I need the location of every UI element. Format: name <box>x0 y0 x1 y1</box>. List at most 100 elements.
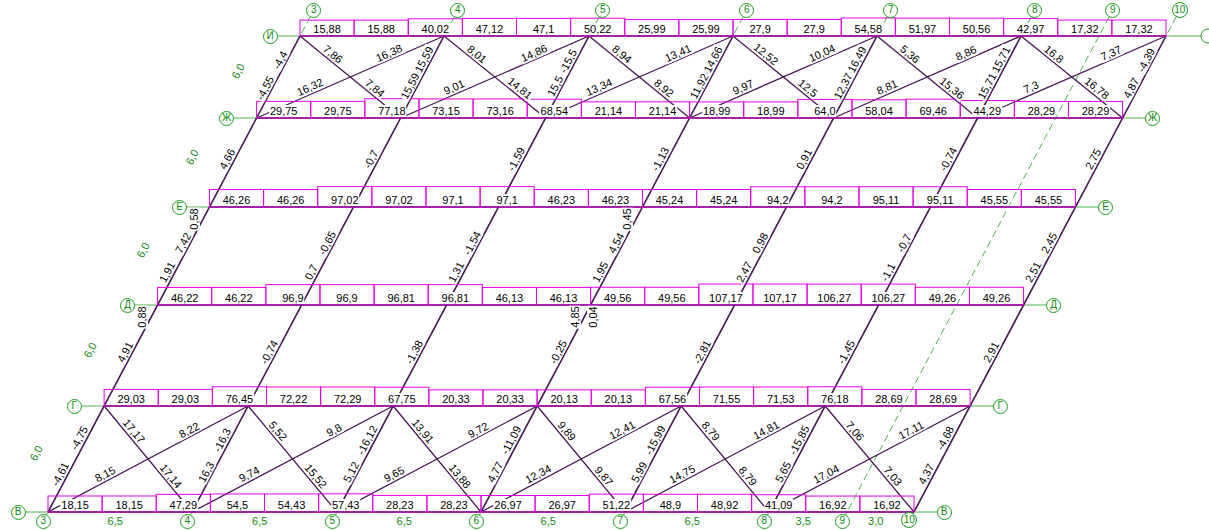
axis-bubble: В <box>937 505 952 520</box>
axis-mark: 10 <box>1174 5 1185 15</box>
force-diagram-box <box>480 187 534 207</box>
slanted-beam-line <box>337 36 589 512</box>
axis-bubble: 5 <box>595 3 610 18</box>
truss-diagonal <box>48 406 248 512</box>
beam-force-value: 46,22 <box>170 292 200 304</box>
force-diagram-box <box>212 387 266 406</box>
truss-diagonal <box>537 406 625 512</box>
beam-force-value: 29,03 <box>116 393 146 405</box>
beam-force-value: 64,0 <box>813 105 836 117</box>
beam-force-value: 48,9 <box>659 499 682 511</box>
force-diagram-box <box>158 389 212 406</box>
beam-force-value: 29,75 <box>269 105 299 117</box>
force-diagram-box <box>861 284 915 305</box>
beam-force-value: 73,16 <box>485 105 515 117</box>
axis-mark: 8 <box>1032 5 1038 15</box>
beam-force-value: 25,99 <box>637 23 667 35</box>
force-diagram-box <box>158 287 212 305</box>
force-diagram-box <box>589 494 643 512</box>
truss-force-value: -15,85 <box>786 422 812 457</box>
beam-force-value: 44,29 <box>973 105 1003 117</box>
dimension: 6,0 <box>228 61 247 82</box>
force-diagram-box <box>527 99 581 118</box>
truss-diagonal <box>978 36 1166 118</box>
force-diagram-box <box>365 99 419 118</box>
beam-force-value: 28,69 <box>874 393 904 405</box>
force-diagram-box <box>852 100 906 118</box>
force-diagram-box <box>805 187 859 207</box>
member-force-value: 0,7 <box>302 262 321 283</box>
beam-force-value: 107,17 <box>708 292 744 304</box>
force-diagram-box <box>698 494 752 512</box>
force-diagram-box <box>699 284 753 305</box>
force-diagram-box <box>862 389 916 406</box>
axis-mark: 9 <box>1110 5 1116 15</box>
beam-force-value: 28,69 <box>928 393 958 405</box>
axis-mark: Г <box>997 401 1002 411</box>
beam-force-value: 72,29 <box>333 393 363 405</box>
axis-mark: 4 <box>455 5 461 15</box>
force-diagram-box <box>257 101 311 118</box>
force-diagram-box <box>375 387 429 406</box>
truss-diagonal <box>257 36 444 118</box>
force-diagram-box <box>751 187 805 207</box>
beam-force-value: 97,02 <box>384 194 414 206</box>
grid-axis-dashed <box>335 17 599 515</box>
beam-force-value: 96,81 <box>441 292 471 304</box>
beam-force-value: 15,88 <box>366 23 396 35</box>
force-diagram-box <box>429 390 483 406</box>
force-diagram-box <box>321 387 375 406</box>
axis-bubble: 8 <box>1027 3 1042 18</box>
truss-force-value: 8,79 <box>699 418 723 444</box>
grid-axis-dashed <box>767 17 1031 515</box>
beam-force-value: 107,17 <box>762 292 798 304</box>
truss-diagonal <box>681 406 769 512</box>
beam-force-value: 46,26 <box>222 194 252 206</box>
beam-force-value: 45,55 <box>1034 194 1064 206</box>
beam-force-value: 49,56 <box>657 292 687 304</box>
dimension: 6,0 <box>26 443 45 464</box>
truss-diagonal <box>625 406 825 512</box>
axis-mark: 4 <box>184 516 190 526</box>
beam-force-value: 71,53 <box>766 393 796 405</box>
axis-mark: Е <box>1102 202 1109 212</box>
beam-force-value: 45,24 <box>655 194 685 206</box>
force-diagram-box <box>1004 19 1058 36</box>
beam-force-value: 20,33 <box>495 393 525 405</box>
force-diagram-box <box>591 287 645 305</box>
force-diagram-box <box>408 19 462 36</box>
force-diagram-box <box>300 20 354 36</box>
axis-bubble: В <box>11 505 26 520</box>
beam-force-value: 45,24 <box>709 194 739 206</box>
beam-force-value: 48,92 <box>710 499 740 511</box>
node-force-value: 0,58 <box>188 207 200 230</box>
beam-force-value: 73,15 <box>431 105 461 117</box>
beam-force-value: 42,97 <box>1016 23 1046 35</box>
beam-force-value: 71,55 <box>712 393 742 405</box>
force-diagram-box <box>1021 189 1075 207</box>
force-diagram-box <box>426 187 480 207</box>
axis-mark: Ж <box>1148 113 1157 123</box>
beam-force-value: 26,97 <box>547 499 577 511</box>
beam-force-value: 46,22 <box>224 292 254 304</box>
beam-force-value: 28,29 <box>1081 105 1111 117</box>
slanted-beam-line <box>481 36 733 512</box>
force-diagram-box <box>906 99 960 118</box>
truss-force-value: 5,52 <box>266 418 290 444</box>
force-diagram-box <box>645 287 699 305</box>
beam-force-value: 96,9 <box>335 292 358 304</box>
truss-diagonal <box>769 406 970 512</box>
beam-force-value: 27,9 <box>802 23 825 35</box>
beam-force-value: 94,2 <box>820 194 843 206</box>
force-diagram-box <box>807 284 861 305</box>
axis-mark: Д <box>124 300 131 310</box>
beam-force-value: 94,2 <box>766 194 789 206</box>
force-diagram-box <box>373 495 427 512</box>
force-diagram-box <box>427 495 481 512</box>
force-diagram-box <box>462 18 516 36</box>
beam-force-value: 15,88 <box>312 23 342 35</box>
axis-bubble: 8 <box>757 514 772 529</box>
force-diagram-box <box>969 287 1023 305</box>
beam-force-value: 76,45 <box>225 393 255 405</box>
beam-force-value: 46,13 <box>495 292 525 304</box>
